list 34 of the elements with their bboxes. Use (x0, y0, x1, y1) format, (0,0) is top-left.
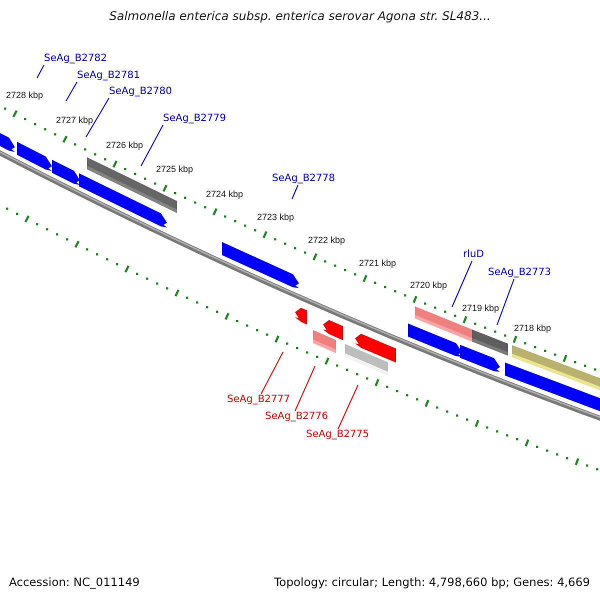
scale-label: 2727 kbp (56, 115, 94, 125)
scale-label: 2720 kbp (410, 280, 448, 290)
title: Salmonella enterica subsp. enterica serovar Agona str. SL483... (109, 9, 491, 23)
gene-label: SeAg_B2781 (77, 70, 140, 82)
scale-label: 2721 kbp (359, 258, 396, 268)
leader-line (452, 260, 472, 308)
leader-line (338, 384, 358, 430)
gene-label: SeAg_B2779 (163, 113, 226, 125)
accession-text: Accession: NC_011149 (9, 575, 140, 589)
scale-label: 2725 kbp (156, 164, 194, 174)
gene-label: rluD (463, 249, 484, 261)
scale-label: 2719 kbp (462, 303, 500, 313)
summary-text: Topology: circular; Length: 4,798,660 bp; Genes: 4,669 (274, 575, 590, 589)
scale-label: 2726 kbp (106, 140, 144, 150)
scale-label: 2724 kbp (206, 189, 244, 199)
scale-label: 2723 kbp (257, 212, 294, 222)
gene-label: SeAg_B2775 (306, 429, 369, 441)
scale-label: 2728 kbp (6, 90, 44, 100)
scale-label: 2722 kbp (308, 235, 346, 245)
leader-line (36, 64, 44, 78)
gene-label: SeAg_B2773 (488, 267, 551, 279)
leader-line (86, 98, 110, 138)
leader-line (66, 82, 78, 102)
leader-line (140, 124, 164, 166)
gene-label: SeAg_B2777 (227, 394, 290, 406)
leader-line (294, 366, 316, 412)
leader-line (292, 184, 298, 200)
leader-line (496, 278, 514, 326)
gene-label: SeAg_B2776 (265, 411, 328, 423)
gene-label: SeAg_B2778 (272, 173, 335, 185)
gene-label: SeAg_B2782 (44, 53, 107, 65)
scale-label: 2718 kbp (514, 323, 552, 333)
leader-line (260, 352, 284, 394)
gene-label: SeAg_B2780 (109, 86, 172, 98)
